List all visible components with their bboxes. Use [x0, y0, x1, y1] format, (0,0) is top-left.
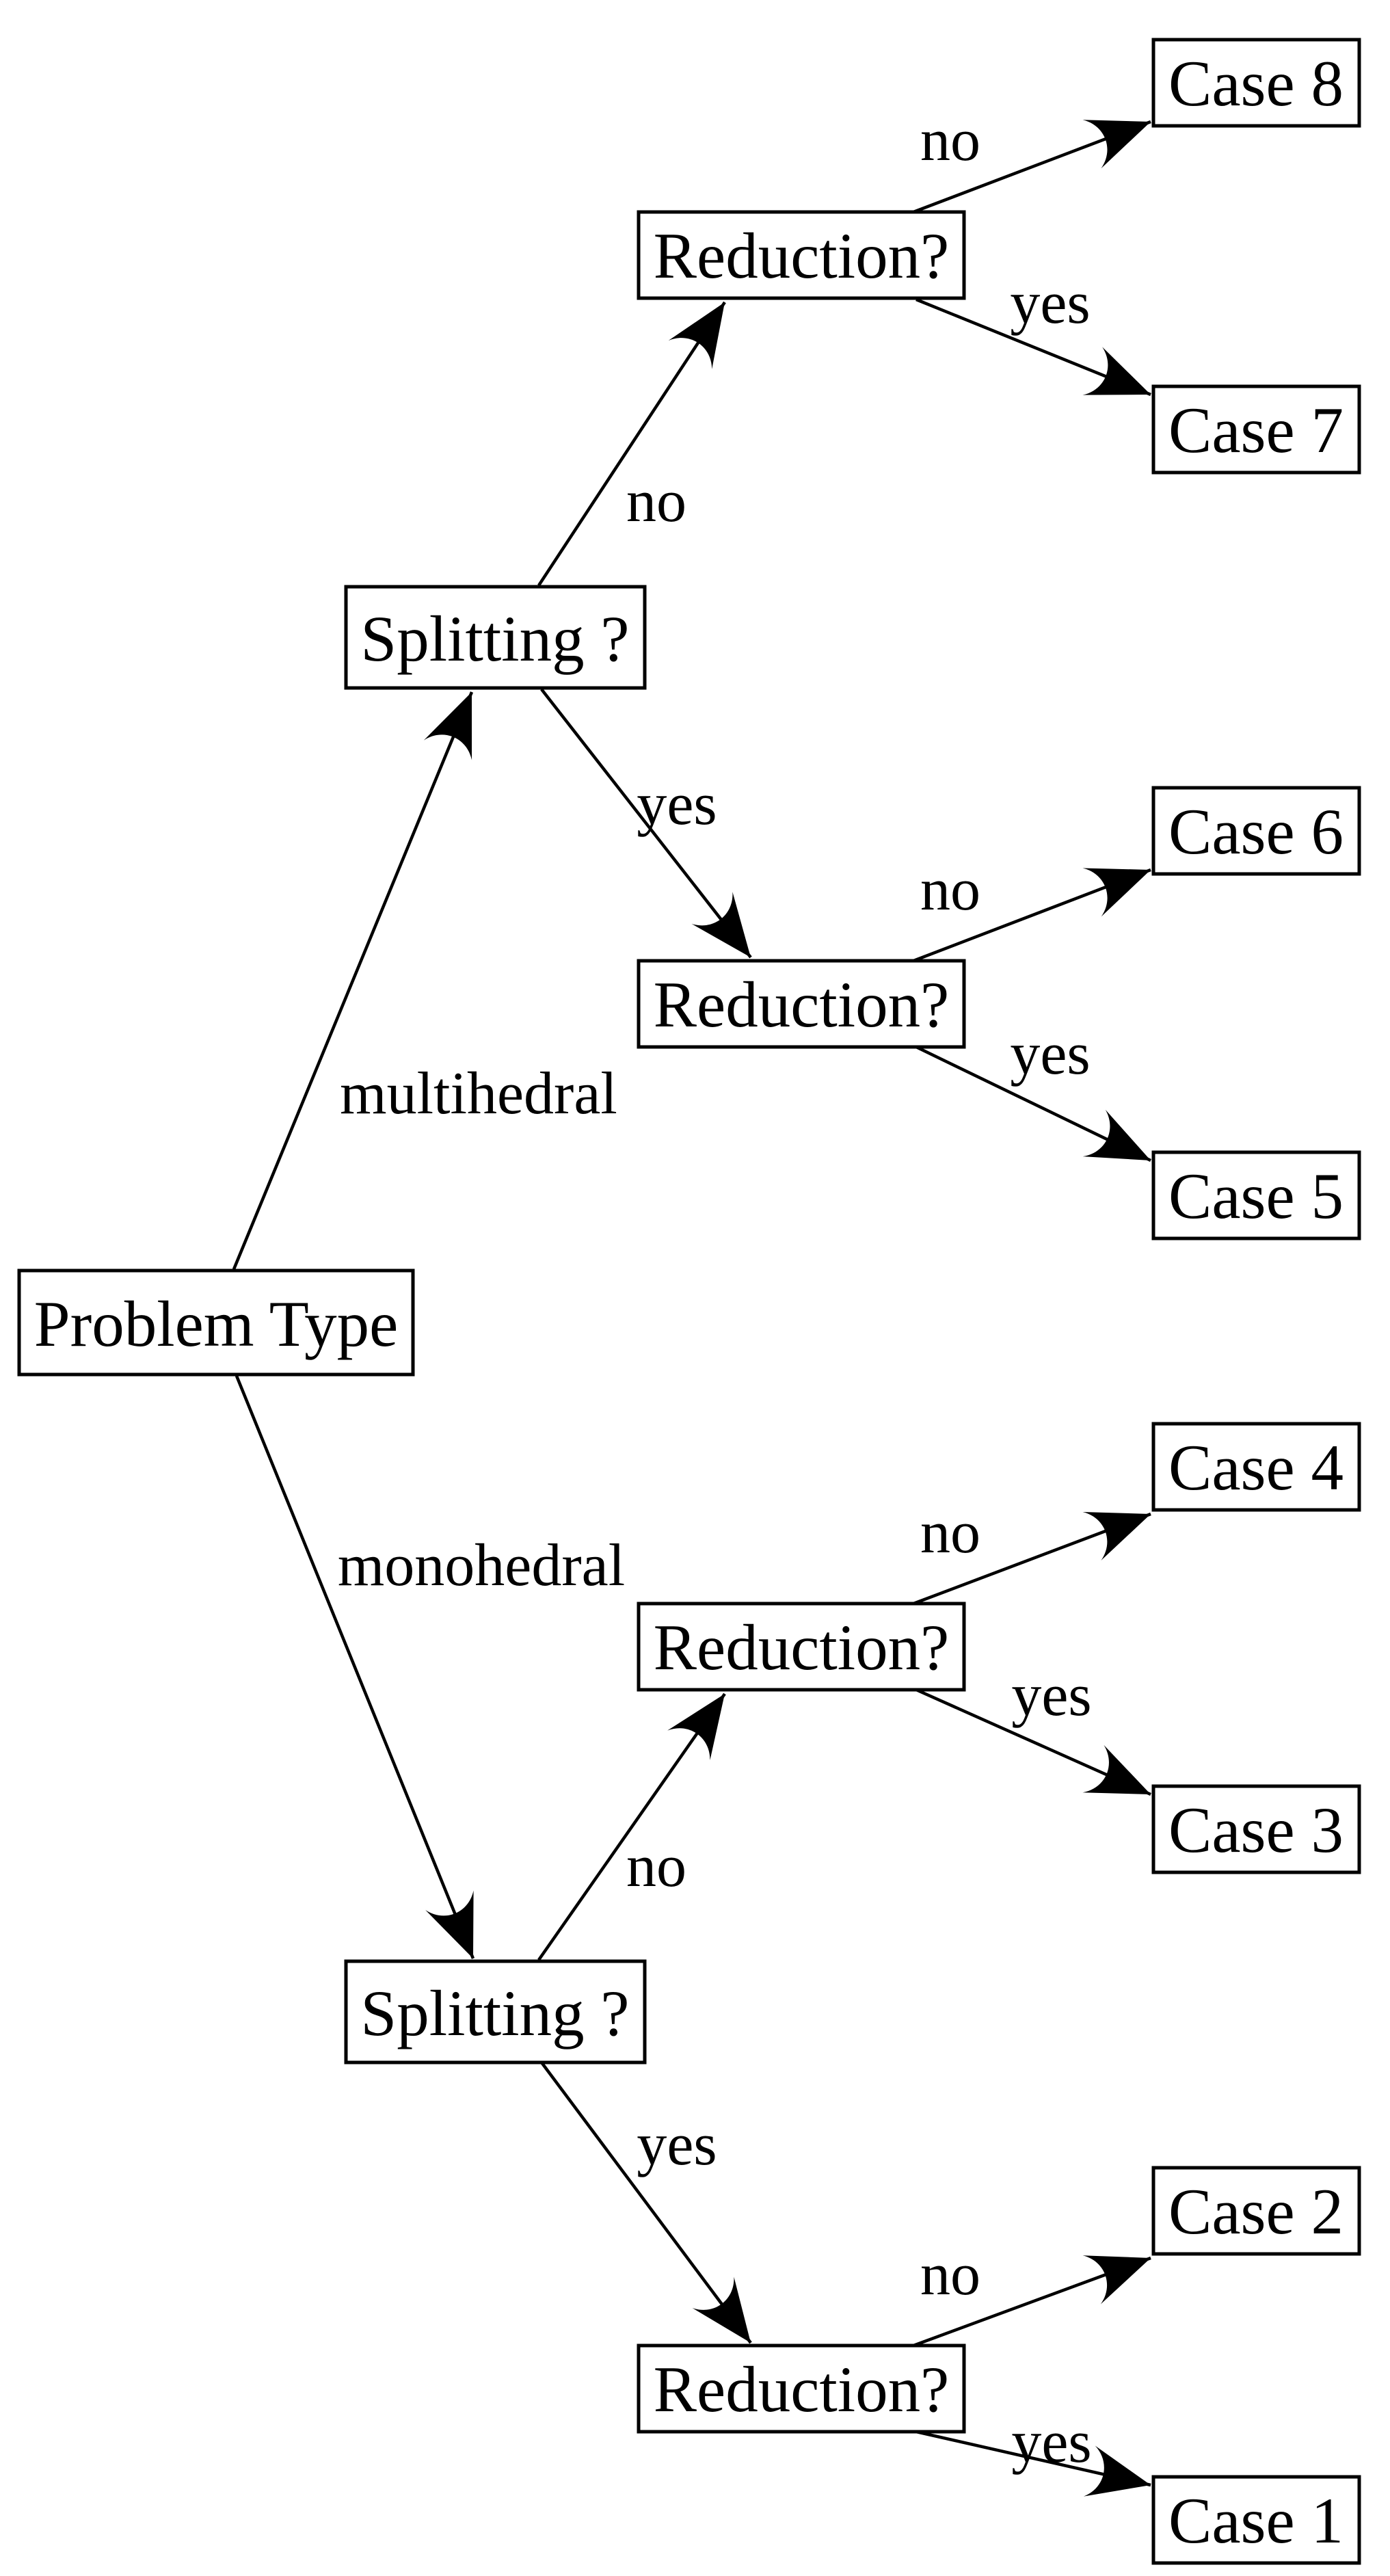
node-box — [1151, 1784, 1361, 1874]
edge-label-yes: yes — [637, 2112, 717, 2178]
node-case-5: Case 5 — [1151, 1150, 1361, 1240]
edge-splitting-bottom-no — [537, 1692, 726, 1961]
node-label: Case 6 — [1168, 795, 1344, 868]
edge-problem-to-splitting-top — [232, 691, 474, 1270]
node-label: Reduction? — [654, 2353, 950, 2426]
node-label: Case 1 — [1168, 2484, 1344, 2557]
edge-label-multihedral: multihedral — [340, 1061, 617, 1127]
node-label: Splitting ? — [360, 602, 629, 675]
node-label: Case 2 — [1168, 2175, 1344, 2248]
node-label: Problem Type — [34, 1288, 399, 1360]
node-label: Case 5 — [1168, 1160, 1344, 1232]
edge-reduction1-yes — [915, 297, 1151, 397]
node-case-3: Case 3 — [1151, 1784, 1361, 1874]
node-splitting-bottom: Splitting ? — [344, 1959, 647, 2064]
node-reduction-top-yes: Reduction? — [637, 959, 966, 1049]
edge-labels: multihedral monohedral no yes no yes no … — [338, 107, 1092, 2475]
node-reduction-bottom-no: Reduction? — [637, 1602, 966, 1692]
node-box — [1151, 1150, 1361, 1240]
nodes: Problem Type Splitting ? Splitting ? Red… — [17, 38, 1361, 2565]
edge-label-yes: yes — [1011, 1662, 1091, 1729]
node-case-2: Case 2 — [1151, 2166, 1361, 2256]
node-splitting-top: Splitting ? — [344, 585, 647, 690]
node-box — [637, 959, 966, 1049]
edge-label-no: no — [920, 2242, 980, 2308]
edge-label-no: no — [920, 107, 980, 174]
node-box — [1151, 2166, 1361, 2256]
edge-label-no: no — [920, 1500, 980, 1566]
node-box — [344, 585, 647, 690]
node-reduction-top-no: Reduction? — [637, 210, 966, 300]
edge-reduction1-no — [913, 120, 1151, 214]
edge-reduction4-no — [913, 2255, 1151, 2348]
node-case-1: Case 1 — [1151, 2475, 1361, 2565]
node-box — [637, 210, 966, 300]
node-box — [1151, 38, 1361, 128]
node-box — [637, 1602, 966, 1692]
node-box — [17, 1269, 415, 1377]
edge-reduction2-no — [913, 868, 1151, 963]
edge-reduction2-yes — [915, 1045, 1151, 1163]
node-problem-type: Problem Type — [17, 1269, 415, 1377]
edge-problem-to-splitting-bottom — [235, 1375, 475, 1959]
node-box — [1151, 786, 1361, 876]
edge-splitting-top-no — [537, 301, 726, 587]
edge-label-yes: yes — [637, 771, 717, 838]
edge-label-yes: yes — [1010, 1021, 1090, 1087]
node-box — [344, 1959, 647, 2064]
edge-label-monohedral: monohedral — [338, 1532, 625, 1599]
node-box — [1151, 2475, 1361, 2565]
edge-reduction4-yes — [915, 2430, 1151, 2497]
node-label: Case 4 — [1168, 1431, 1344, 1504]
edges — [232, 120, 1151, 2497]
node-case-7: Case 7 — [1151, 384, 1361, 475]
node-label: Reduction? — [654, 1611, 950, 1684]
edge-reduction3-yes — [915, 1688, 1151, 1796]
node-label: Splitting ? — [360, 1977, 629, 2049]
node-reduction-bottom-yes: Reduction? — [637, 2343, 966, 2434]
node-box — [637, 2343, 966, 2434]
node-box — [1151, 384, 1361, 475]
node-label: Reduction? — [654, 968, 950, 1041]
node-label: Case 7 — [1168, 394, 1344, 466]
node-box — [1151, 1422, 1361, 1512]
node-case-8: Case 8 — [1151, 38, 1361, 128]
node-label: Case 8 — [1168, 47, 1344, 120]
node-label: Case 3 — [1168, 1794, 1344, 1866]
edge-label-yes: yes — [1011, 2409, 1091, 2475]
node-label: Reduction? — [654, 220, 950, 292]
edge-label-no: no — [626, 468, 686, 535]
edge-splitting-top-yes — [540, 688, 752, 959]
node-case-4: Case 4 — [1151, 1422, 1361, 1512]
edge-label-no: no — [626, 1833, 686, 1900]
edge-label-no: no — [920, 857, 980, 923]
edge-reduction3-no — [913, 1511, 1151, 1606]
node-case-6: Case 6 — [1151, 786, 1361, 876]
edge-label-yes: yes — [1010, 270, 1090, 336]
edge-splitting-bottom-yes — [540, 2061, 752, 2344]
